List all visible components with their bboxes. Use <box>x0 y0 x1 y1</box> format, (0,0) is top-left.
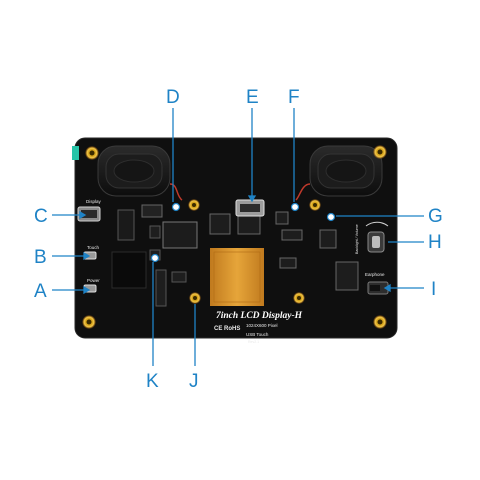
label-touch: Touch <box>87 245 100 250</box>
board-touch-label: USB Touch <box>246 332 269 337</box>
mount-hole <box>373 315 387 329</box>
speaker-wire-left <box>169 183 183 201</box>
callout-a: A <box>34 281 47 302</box>
label-power: Power <box>87 278 100 283</box>
callout-d: D <box>166 87 180 108</box>
hdmi-display-port <box>77 206 101 222</box>
mount-hole <box>188 199 200 211</box>
mount-hole <box>293 292 305 304</box>
led-d <box>171 202 181 212</box>
label-display: Display <box>86 199 102 204</box>
board-title: 7inch LCD Display-H <box>216 311 303 321</box>
label-backlight: Backlight / Volume <box>355 224 359 254</box>
board-marks: CE RoHS <box>214 326 240 332</box>
led-f <box>290 202 300 212</box>
callout-arrow-b <box>83 251 91 261</box>
callout-c: C <box>34 206 48 227</box>
backlight-volume-switch <box>365 221 389 253</box>
led-g <box>326 212 336 222</box>
mount-hole <box>189 292 201 304</box>
callout-arrow-a <box>83 285 91 295</box>
right-speaker <box>309 145 383 197</box>
mount-hole <box>373 145 387 159</box>
board-resolution: 1024X600 Pixel <box>246 323 278 328</box>
components <box>111 204 359 307</box>
callout-f: F <box>288 87 300 108</box>
hdmi-connector-e <box>235 199 265 217</box>
led-k <box>150 253 160 263</box>
callout-j: J <box>189 371 199 392</box>
callout-h: H <box>428 232 442 253</box>
corner-tab <box>72 146 79 160</box>
board-revision: Rev2.1 <box>248 340 259 344</box>
callout-i: I <box>431 279 436 300</box>
callout-b: B <box>34 247 47 268</box>
fpc-flex-cable <box>210 248 264 306</box>
callout-arrow-i <box>383 283 391 293</box>
label-earphone: Earphone <box>365 272 385 277</box>
left-speaker <box>97 145 171 197</box>
callout-arrow-e <box>247 195 257 203</box>
callout-e: E <box>246 87 259 108</box>
callout-arrow-c <box>79 210 87 220</box>
mount-hole <box>309 199 321 211</box>
speaker-wire-right <box>295 183 311 201</box>
callout-g: G <box>428 206 443 227</box>
mount-hole <box>82 315 96 329</box>
mount-hole <box>85 146 99 160</box>
callout-k: K <box>146 371 159 392</box>
